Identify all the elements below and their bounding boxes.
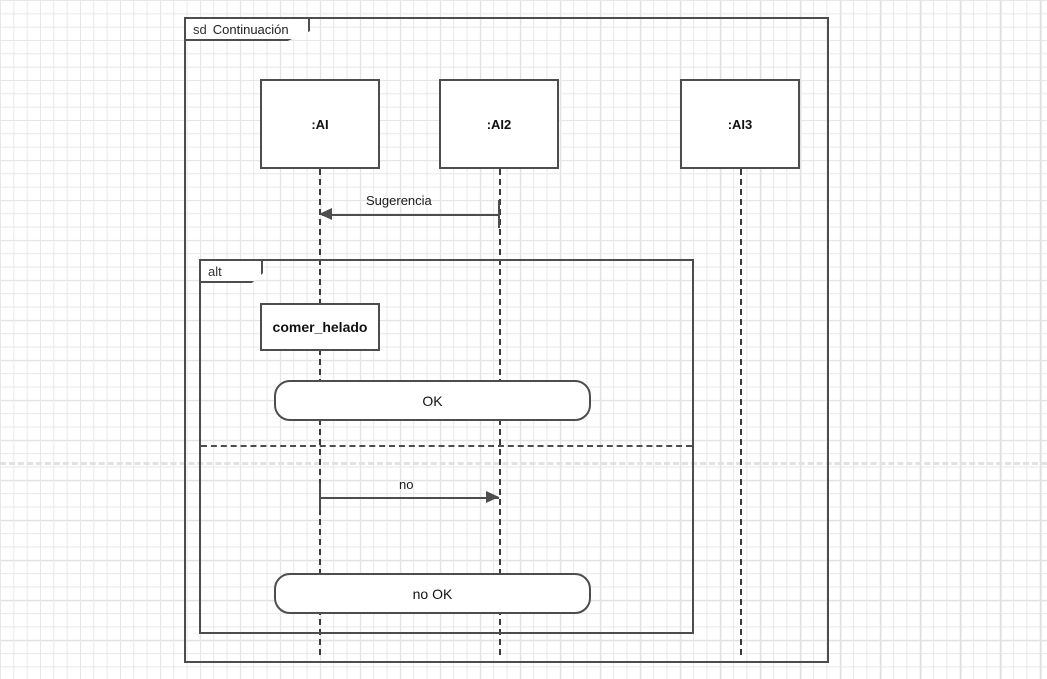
sd-frame-label: sd Continuación [186, 19, 310, 41]
state-box-ok[interactable]: OK [274, 380, 591, 421]
message-origin-tick-sugerencia [498, 200, 500, 228]
lifeline-head-ai[interactable]: :AI [260, 79, 380, 169]
sequence-diagram-frame[interactable]: sd Continuación [184, 17, 829, 663]
lifeline-label-ai: :AI [311, 116, 329, 132]
lifeline-stem-ai3 [740, 169, 742, 655]
message-label-no: no [399, 477, 414, 492]
message-line-sugerencia[interactable] [322, 214, 499, 216]
alt-operand-divider [201, 445, 692, 447]
alt-fragment-label: alt [201, 261, 263, 283]
state-box-no-ok[interactable]: no OK [274, 573, 591, 614]
alt-fragment-keyword: alt [208, 263, 222, 279]
state-box-label-ok: OK [422, 392, 443, 409]
message-label-sugerencia: Sugerencia [366, 193, 432, 208]
arrow-head-right-icon [486, 491, 499, 503]
lifeline-label-ai3: :AI3 [727, 116, 753, 132]
lifeline-head-ai3[interactable]: :AI3 [680, 79, 800, 169]
message-origin-tick-no [319, 483, 321, 511]
lifeline-label-ai2: :AI2 [486, 116, 512, 132]
message-line-no[interactable] [319, 497, 499, 499]
alt-fragment-frame[interactable]: alt [199, 259, 694, 634]
arrow-head-left-icon [319, 208, 332, 220]
action-box-label: comer_helado [272, 319, 368, 335]
state-box-label-no-ok: no OK [412, 585, 453, 602]
sd-frame-keyword: sd [193, 21, 207, 37]
page-guide-line [0, 462, 1047, 465]
sd-frame-name: Continuación [212, 21, 289, 37]
lifeline-head-ai2[interactable]: :AI2 [439, 79, 559, 169]
action-box-comer-helado[interactable]: comer_helado [260, 303, 380, 351]
